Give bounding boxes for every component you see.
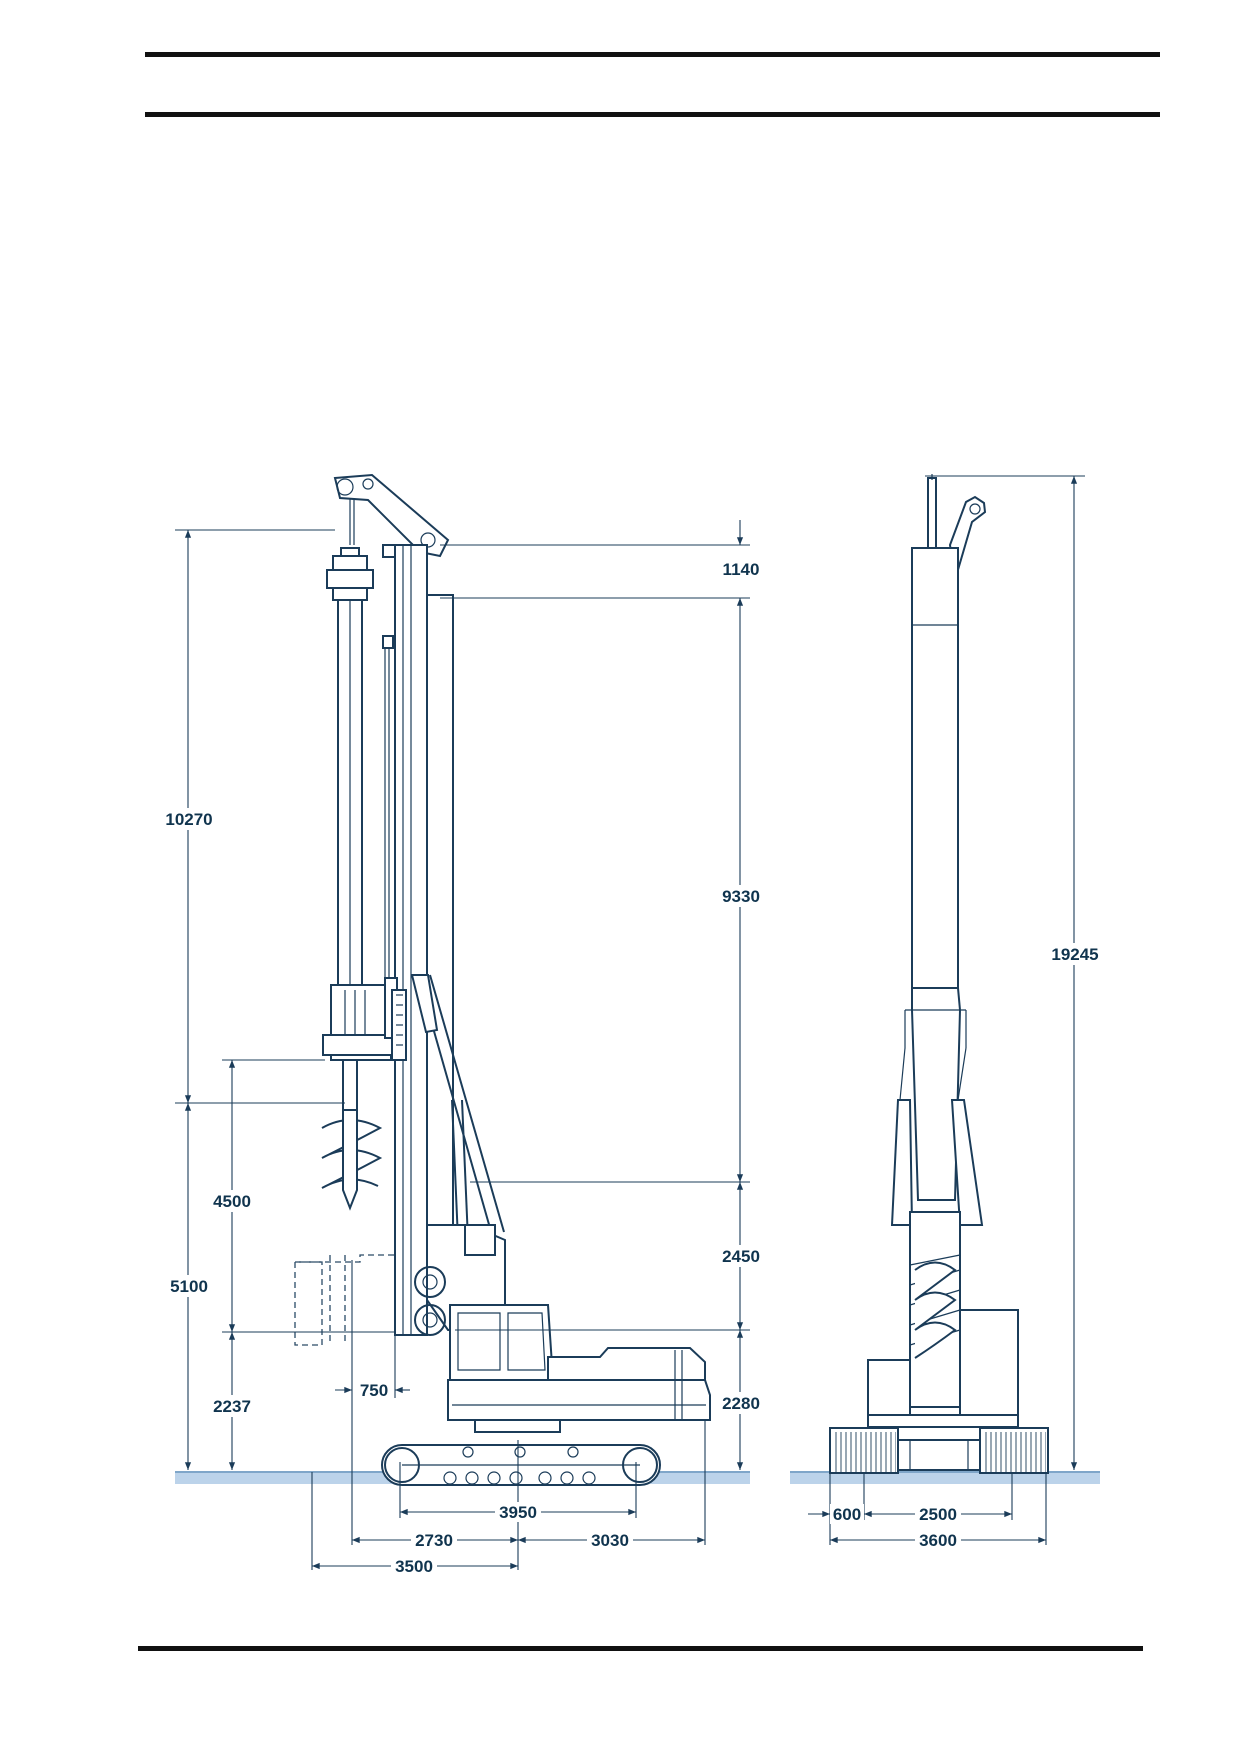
dim-9330: 9330 — [722, 887, 760, 906]
dim-3950: 3950 — [499, 1503, 537, 1522]
dim-2280: 2280 — [722, 1394, 760, 1413]
dim-2730: 2730 — [415, 1531, 453, 1550]
front-dimension-labels: 19245 600 2500 3600 — [830, 943, 1102, 1550]
dim-4500: 4500 — [213, 1192, 251, 1211]
dim-3030: 3030 — [591, 1531, 629, 1550]
front-view-rig — [829, 474, 1049, 1474]
side-dimension-labels: 1140 9330 2450 2280 10270 5100 4500 2237… — [162, 558, 766, 1576]
dim-10270: 10270 — [165, 810, 212, 829]
dim-600: 600 — [833, 1505, 861, 1524]
dim-1140: 1140 — [723, 560, 760, 579]
dim-3600: 3600 — [919, 1531, 957, 1550]
side-view-rig — [294, 473, 711, 1486]
dim-750: 750 — [360, 1381, 388, 1400]
header-rule-top — [145, 52, 1160, 57]
dim-2237: 2237 — [213, 1397, 251, 1416]
dim-3500: 3500 — [395, 1557, 433, 1576]
dim-2500: 2500 — [919, 1505, 957, 1524]
dim-5100: 5100 — [170, 1277, 208, 1296]
dim-2450: 2450 — [722, 1247, 760, 1266]
footer-rule — [138, 1646, 1143, 1651]
dim-19245: 19245 — [1051, 945, 1098, 964]
header-rule-bottom — [145, 112, 1160, 117]
